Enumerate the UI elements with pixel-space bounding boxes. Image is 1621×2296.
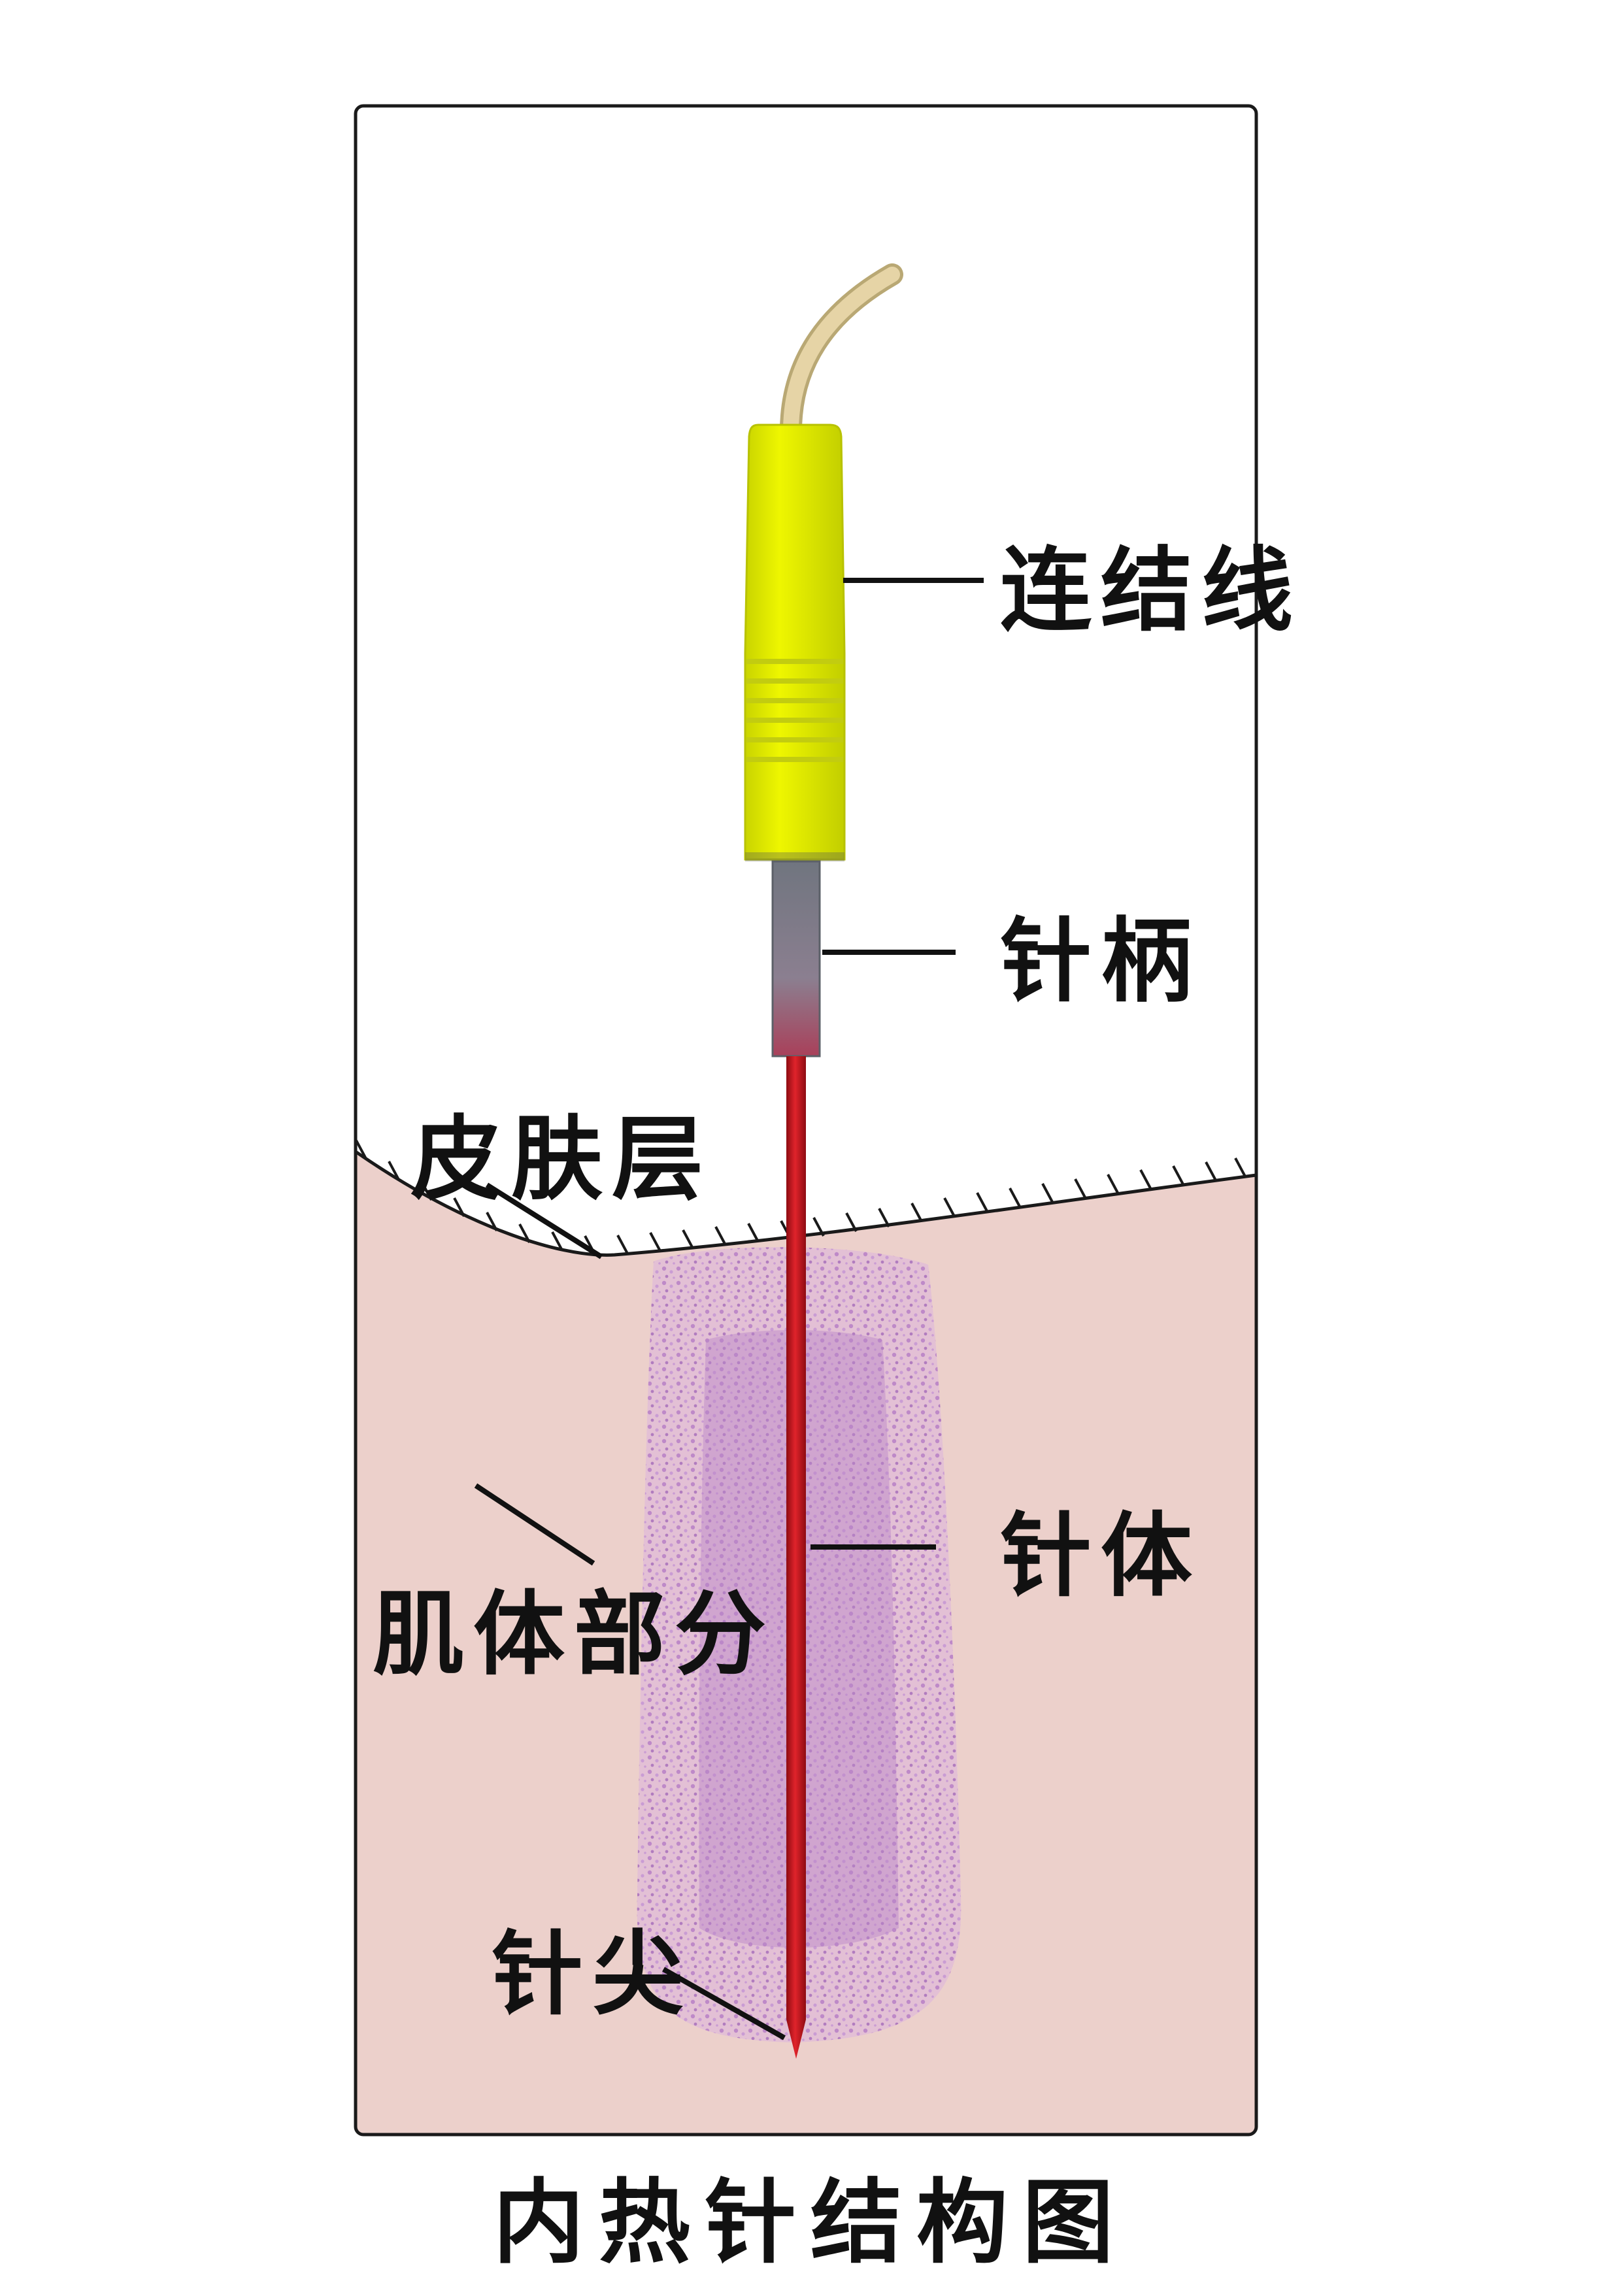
label-needle-body: 针体 <box>1000 1503 1202 1610</box>
leader-line-muscle <box>474 1483 595 1566</box>
label-cable: 连结线 <box>1000 538 1303 644</box>
leader-lines <box>474 578 984 2040</box>
label-needle-tip: 针尖 <box>492 1922 694 2028</box>
connector-grip-ridges <box>746 659 843 762</box>
frame-border <box>354 104 1258 2137</box>
cable <box>783 267 900 439</box>
label-skin-layer: 皮肤层 <box>410 1106 713 1213</box>
skin-surface <box>356 1140 1256 1257</box>
leader-line-tip <box>662 1967 786 2040</box>
connector <box>744 424 846 861</box>
diagram-title: 内热针结构图 <box>492 2170 1128 2276</box>
label-muscle-part: 肌体部分 <box>373 1582 776 1688</box>
needle-handle <box>771 860 821 1057</box>
skin-hatch-marks <box>356 1140 1246 1255</box>
needle-body <box>786 1056 806 2059</box>
label-handle: 针柄 <box>1000 908 1202 1015</box>
leader-line-skin <box>485 1182 603 1259</box>
